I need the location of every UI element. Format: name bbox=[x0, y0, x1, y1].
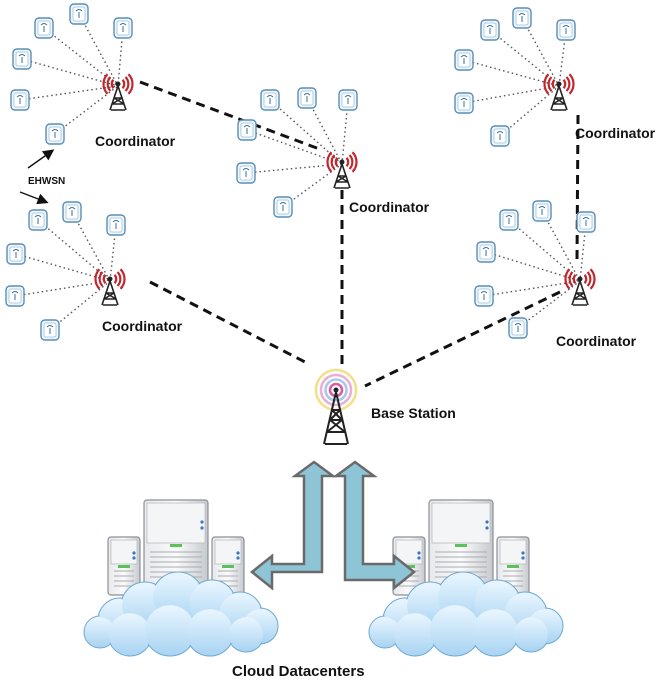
coordinator-tower-icon bbox=[326, 151, 358, 189]
dashed-link bbox=[364, 290, 561, 388]
sensor-node-icon bbox=[454, 49, 474, 71]
ehwsn-label: EHWSN bbox=[28, 176, 65, 187]
sensor-node-icon bbox=[6, 243, 26, 265]
coordinator-tower-icon bbox=[94, 268, 126, 306]
sensor-node-icon bbox=[106, 214, 126, 236]
server-icon bbox=[107, 536, 141, 596]
cloud-datacenters-label: Cloud Datacenters bbox=[232, 663, 365, 680]
sensor-link bbox=[485, 251, 581, 282]
server-icon bbox=[496, 536, 530, 596]
sensor-node-icon bbox=[556, 19, 576, 41]
sensor-node-icon bbox=[10, 89, 30, 111]
sensor-node-icon bbox=[236, 162, 256, 184]
coordinator-label-2: Coordinator bbox=[349, 199, 430, 215]
coordinator-label-4: Coordinator bbox=[102, 318, 183, 334]
sensor-link bbox=[269, 99, 343, 165]
sensor-link bbox=[19, 85, 119, 101]
sensor-node-icon bbox=[480, 19, 500, 41]
sensor-link bbox=[246, 129, 343, 165]
sensor-node-icon bbox=[476, 241, 496, 263]
coordinator-label-3: Coordinator bbox=[575, 125, 656, 141]
sensor-node-icon bbox=[40, 319, 60, 341]
data-flow-arrows bbox=[249, 460, 417, 591]
sensor-link bbox=[489, 29, 560, 87]
sensor-node-icon bbox=[45, 123, 65, 145]
network-links bbox=[14, 13, 587, 388]
sensor-node-icon bbox=[512, 7, 532, 29]
sensor-node-icon bbox=[62, 201, 82, 223]
sensor-node-icon bbox=[474, 285, 494, 307]
dashed-link bbox=[139, 80, 323, 152]
sensor-node-icon bbox=[499, 209, 519, 231]
sensor-link bbox=[15, 253, 111, 282]
sensor-node-icon bbox=[113, 17, 133, 39]
ehwsn-arrow-down bbox=[19, 191, 49, 205]
sensor-node-icon bbox=[12, 48, 32, 70]
arrow-up-right bbox=[332, 460, 417, 591]
sensor-link bbox=[78, 13, 119, 87]
coordinator-tower-icon bbox=[102, 73, 134, 111]
sensor-link bbox=[43, 27, 119, 87]
sensor-node-icon bbox=[34, 17, 54, 39]
sensor-link bbox=[306, 97, 343, 165]
sensor-nodes bbox=[5, 3, 596, 341]
sensor-node-icon bbox=[297, 87, 317, 109]
cloud-icon bbox=[368, 571, 564, 657]
sensor-node-icon bbox=[260, 89, 280, 111]
sensor-node-icon bbox=[454, 92, 474, 114]
base-station-icon bbox=[314, 368, 358, 445]
sensor-node-icon bbox=[490, 125, 510, 147]
cloud-datacenter-left bbox=[83, 499, 279, 657]
sensor-node-icon bbox=[508, 317, 528, 339]
coordinators bbox=[94, 73, 596, 306]
sensor-link bbox=[463, 59, 560, 87]
ehwsn-arrow-up bbox=[27, 149, 55, 169]
coordinator-tower-icon bbox=[564, 268, 596, 306]
coordinator-label-1: Coordinator bbox=[95, 133, 176, 149]
sensor-node-icon bbox=[5, 285, 25, 307]
sensor-node-icon bbox=[338, 89, 358, 111]
coordinator-label-5: Coordinator bbox=[556, 333, 637, 349]
sensor-node-icon bbox=[237, 119, 257, 141]
sensor-link bbox=[282, 163, 343, 208]
sensor-link bbox=[508, 219, 581, 282]
sensor-link bbox=[499, 85, 560, 137]
base-station-label: Base Station bbox=[371, 405, 456, 421]
coordinator-tower-icon bbox=[543, 73, 575, 111]
ehwsn-annotation: EHWSN bbox=[19, 149, 65, 205]
sensor-node-icon bbox=[532, 200, 552, 222]
cloud-icon bbox=[83, 571, 279, 657]
base-station bbox=[314, 368, 358, 445]
sensor-link bbox=[341, 99, 349, 165]
sensor-node-icon bbox=[28, 209, 48, 231]
sensor-link bbox=[21, 58, 119, 87]
server-icon bbox=[211, 536, 245, 596]
arrow-up-left bbox=[249, 460, 337, 591]
sensor-link bbox=[37, 219, 111, 282]
dashed-link bbox=[575, 114, 580, 261]
cloud-datacenter-right bbox=[368, 499, 564, 657]
sensor-node-icon bbox=[69, 3, 89, 25]
sensor-node-icon bbox=[576, 211, 596, 233]
sensor-node-icon bbox=[273, 196, 293, 218]
